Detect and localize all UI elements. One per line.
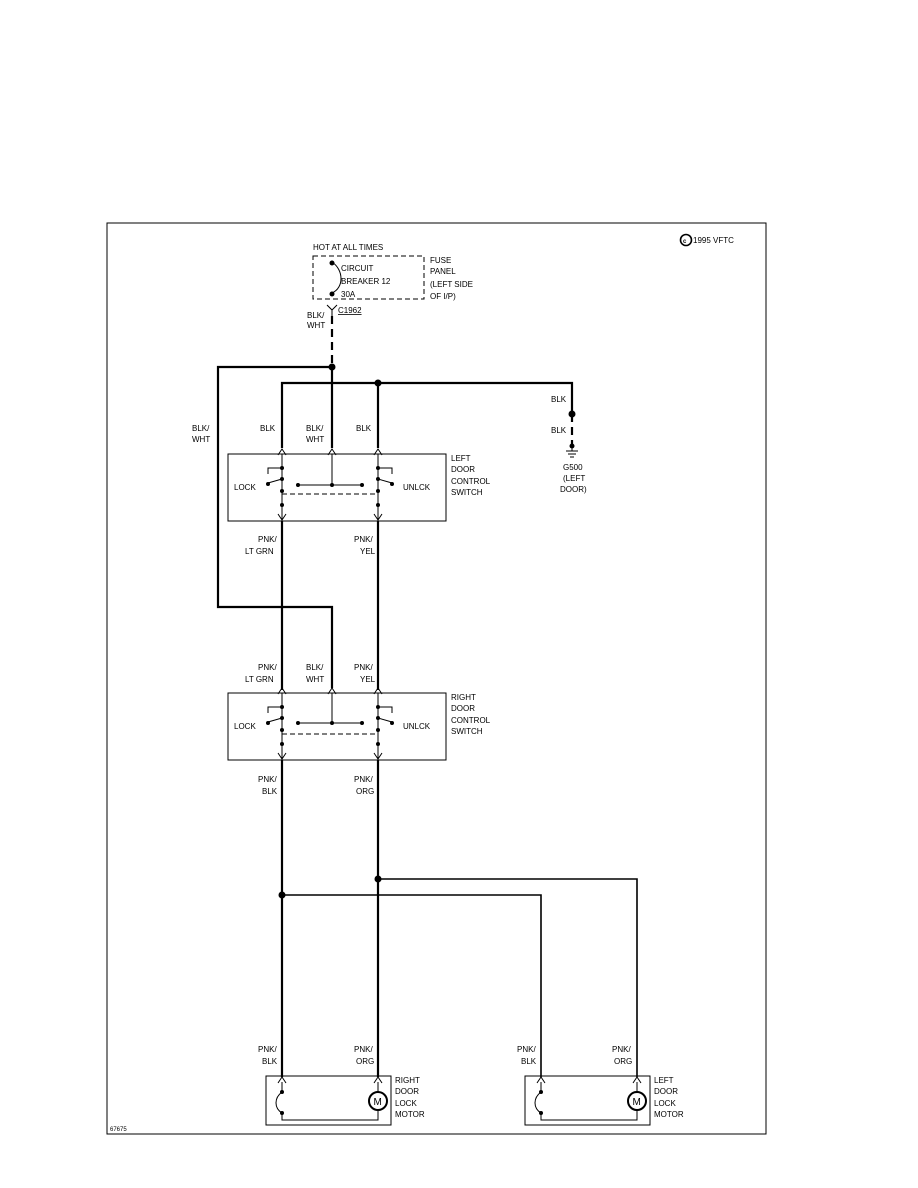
switch-name-label: CONTROL: [451, 477, 491, 486]
switch-name-label: RIGHT: [451, 693, 476, 702]
wire-label: BLK: [260, 424, 276, 433]
figure-id: 67675: [110, 1127, 127, 1133]
wire-label: PNK/: [354, 1045, 373, 1054]
connector-arrow: [277, 448, 383, 456]
wire-label: BLK/: [306, 424, 324, 433]
connector-c1962-symbol: [326, 304, 338, 316]
fuse-panel-label: (LEFT SIDE: [430, 280, 473, 289]
switch-lock-label: LOCK: [234, 722, 256, 731]
motor-name-label: LEFT: [654, 1076, 674, 1085]
copyright-icon: [679, 233, 693, 247]
circuit-breaker-label: BREAKER 12: [341, 277, 391, 286]
wire-label: ORG: [614, 1057, 632, 1066]
wire-label: LT GRN: [245, 547, 274, 556]
wire-label: BLK/: [192, 424, 210, 433]
wire-label: YEL: [360, 547, 376, 556]
wire-label: WHT: [306, 435, 324, 444]
wire-label: PNK/: [354, 663, 373, 672]
ground-g500-label: G500: [563, 463, 583, 472]
circuit-breaker-rating: 30A: [341, 290, 356, 299]
wire-label: BLK/: [307, 311, 325, 320]
fuse-panel-label: FUSE: [430, 256, 451, 265]
wire-label: BLK: [551, 426, 567, 435]
motor-symbol: M: [374, 1097, 382, 1108]
wire-label: WHT: [192, 435, 210, 444]
wire-label: PNK/: [258, 775, 277, 784]
wire-label: PNK/: [258, 663, 277, 672]
circuit-breaker-symbol: [331, 261, 342, 294]
wire-label: WHT: [306, 675, 324, 684]
motor-icon: [368, 1091, 388, 1111]
fuse-panel-box: [312, 255, 425, 300]
wire-label: BLK: [551, 395, 567, 404]
switch-body: [227, 453, 447, 522]
switch-body: [227, 692, 447, 761]
motor-body: [524, 1075, 651, 1126]
connector-c1962-label: C1962: [338, 306, 362, 315]
wire-label: BLK/: [306, 663, 324, 672]
wire-label: BLK: [262, 787, 278, 796]
motor-name-label: DOOR: [395, 1087, 419, 1096]
switch-name-label: DOOR: [451, 704, 475, 713]
ground-icon: [566, 443, 578, 458]
diagram-border: [106, 222, 767, 1135]
fuse-panel-label: OF I/P): [430, 292, 456, 301]
wire-label: BLK: [521, 1057, 537, 1066]
fuse-panel-label: PANEL: [430, 267, 456, 276]
left-door-control-switch: LOCK UNLCK LEFT DOOR CONTROL SWITCH: [227, 448, 491, 522]
switch-name-label: CONTROL: [451, 716, 491, 725]
switch-lock-label: LOCK: [234, 483, 256, 492]
wire-label: YEL: [360, 675, 376, 684]
wire-label: PNK/: [354, 775, 373, 784]
motor-name-label: MOTOR: [654, 1110, 684, 1119]
switch-name-label: SWITCH: [451, 488, 483, 497]
wire-label: PNK/: [612, 1045, 631, 1054]
motor-body: [265, 1075, 392, 1126]
motor-symbol: M: [633, 1097, 641, 1108]
blk-wht-feed-to-right-switch: [216, 365, 334, 688]
circuit-breaker-label: CIRCUIT: [341, 264, 374, 273]
wire-label: PNK/: [258, 535, 277, 544]
svg-text:c: c: [683, 239, 687, 245]
wire-label: BLK: [356, 424, 372, 433]
switch-name-label: LEFT: [451, 454, 471, 463]
wire-label: LT GRN: [245, 675, 274, 684]
hot-at-all-times-label: HOT AT ALL TIMES: [313, 243, 383, 252]
right-door-lock-motor: M RIGHT DOOR LOCK MOTOR: [265, 1075, 425, 1126]
right-door-control-switch: LOCK UNLCK RIGHT DOOR CONTROL SWITCH: [227, 687, 491, 761]
switch-unlock-label: UNLCK: [403, 722, 431, 731]
pnk-org-to-left-motor: [378, 878, 638, 1077]
copyright-text: 1995 VFTC: [693, 236, 734, 245]
motor-name-label: DOOR: [654, 1087, 678, 1096]
motor-icon: [627, 1091, 647, 1111]
wire-label: PNK/: [258, 1045, 277, 1054]
switch-name-label: DOOR: [451, 465, 475, 474]
ground-location-label: (LEFT: [563, 474, 585, 483]
wire-label: ORG: [356, 1057, 374, 1066]
wire-label: PNK/: [517, 1045, 536, 1054]
switch-unlock-label: UNLCK: [403, 483, 431, 492]
switch-name-label: SWITCH: [451, 727, 483, 736]
motor-name-label: RIGHT: [395, 1076, 420, 1085]
wire-label: BLK: [262, 1057, 278, 1066]
motor-name-label: MOTOR: [395, 1110, 425, 1119]
ground-location-label: DOOR): [560, 485, 587, 494]
blk-ground-bus: [280, 381, 574, 448]
motor-name-label: LOCK: [654, 1099, 676, 1108]
pnk-blk-to-left-motor: [282, 894, 542, 1077]
copyright-mark: c 1995 VFTC: [679, 233, 734, 247]
motor-name-label: LOCK: [395, 1099, 417, 1108]
connector-arrow: [277, 687, 383, 695]
left-door-lock-motor: M LEFT DOOR LOCK MOTOR: [524, 1075, 684, 1126]
wire-label: WHT: [307, 321, 325, 330]
wire-label: PNK/: [354, 535, 373, 544]
wire-label: ORG: [356, 787, 374, 796]
